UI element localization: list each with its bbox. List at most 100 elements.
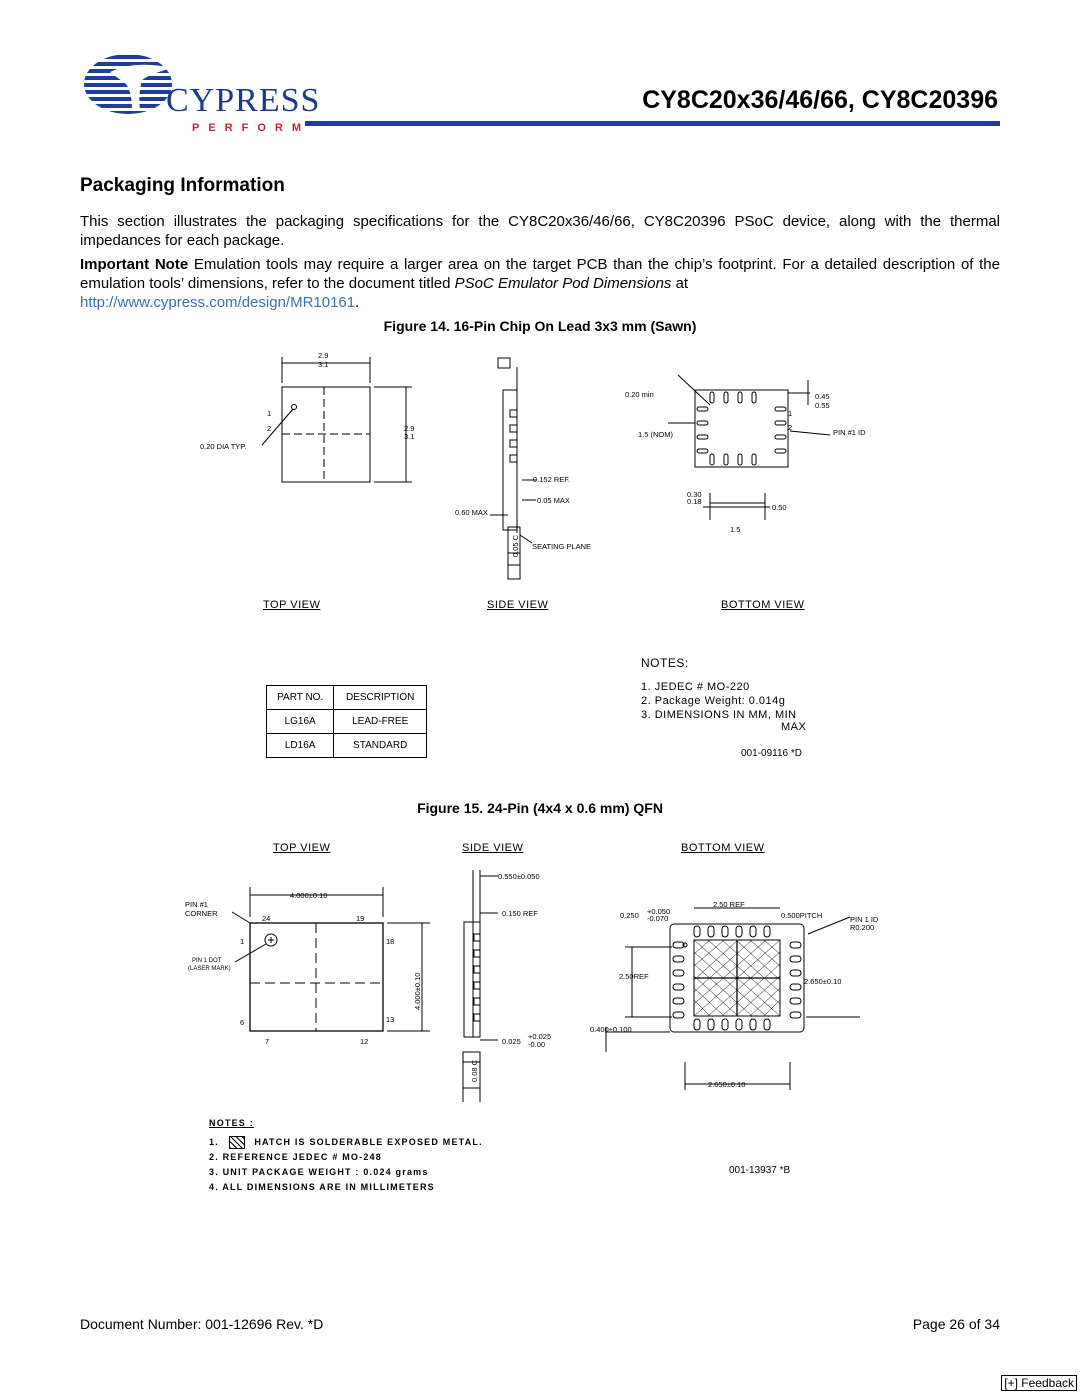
fig15-d025tol-a: +0.025: [528, 1032, 551, 1041]
fig14-seat-code: 0.05 C: [511, 534, 520, 557]
fig15-height: 4.000±0.10: [413, 973, 422, 1010]
fig14-code: 001-09116 *D: [741, 748, 802, 759]
fig14-pinid: PIN #1 ID: [833, 428, 866, 437]
note-end: .: [355, 294, 360, 311]
fig14-max05: 0.05 MAX: [537, 496, 570, 505]
fig15-note: 2. REFERENCE JEDEC # MO-248: [209, 1152, 382, 1162]
fig14-nom: 1.5 (NOM): [638, 430, 674, 439]
fig14-side-view: [490, 357, 536, 580]
table-row: LG16A LEAD-FREE: [265, 709, 427, 734]
header-rule: [305, 121, 1000, 126]
fig15-notes-title: NOTES :: [209, 1118, 254, 1128]
description-cell: LEAD-FREE: [333, 709, 427, 734]
fig14-side-view-label: SIDE VIEW: [487, 599, 549, 611]
note-text-2: at: [671, 275, 689, 292]
fig15-d400: 0.400±0.100: [590, 1025, 632, 1034]
parts-table: PART NO. DESCRIPTION LG16A LEAD-FREE LD1…: [265, 685, 427, 758]
note-label: Important Note: [80, 256, 189, 273]
fig15-p18: 18: [386, 937, 394, 946]
fig14-min20: 0.20 min: [625, 390, 654, 399]
figure-14-caption: Figure 14. 16-Pin Chip On Lead 3x3 mm (S…: [383, 318, 697, 334]
fig15-top-view: [231, 887, 430, 1032]
description-cell: STANDARD: [333, 733, 427, 758]
fig15-side-view: [462, 870, 498, 1102]
fig14-dim-top-w1: 2.9: [318, 351, 328, 360]
fig15-note: 3. UNIT PACKAGE WEIGHT : 0.024 grams: [209, 1167, 429, 1177]
fig15-d2650b: 2.650±0.10: [708, 1080, 745, 1089]
fig14-notes-title: NOTES:: [641, 656, 689, 670]
fig14-d55: 0.55: [815, 401, 830, 410]
fig15-pin1corner-b: CORNER: [185, 909, 218, 918]
logo-tagline: PERFORM: [192, 122, 310, 134]
fig14-top-view: [261, 357, 412, 483]
fig15-bottom-view: [605, 907, 860, 1090]
fig15-width: 4.000±0.10: [290, 891, 327, 900]
fig15-seat: 0.08 C: [470, 1059, 479, 1082]
fig15-d250: 0.250: [620, 911, 639, 920]
fig14-d45: 0.45: [815, 392, 830, 401]
fig15-note-1: 1. HATCH IS SOLDERABLE EXPOSED METAL.: [209, 1135, 483, 1150]
mr10161-link[interactable]: http://www.cypress.com/design/MR10161: [80, 294, 356, 311]
feedback-link[interactable]: [+] Feedback: [1001, 1375, 1077, 1391]
important-note: Important Note Emulation tools may requi…: [80, 255, 1000, 312]
fig15-pin1corner-a: PIN #1: [185, 900, 208, 909]
fig15-pinid: PIN 1 ID: [850, 915, 879, 924]
fig15-p1: 1: [240, 937, 244, 946]
fig15-bottom-view-label: BOTTOM VIEW: [681, 842, 765, 854]
fig15-d2650a: 2.650±0.10: [804, 977, 841, 986]
fig14-max60: 0.60 MAX: [455, 508, 488, 517]
fig15-top-view-label: TOP VIEW: [273, 842, 331, 854]
fig15-d025: 0.025: [502, 1037, 521, 1046]
fig14-bottom-view: [668, 374, 831, 520]
fig14-notes: NOTES: 1. JEDEC # MO-220 2. Package Weig…: [641, 656, 806, 733]
parts-table-header: PART NO. DESCRIPTION: [265, 685, 427, 710]
table-row: LD16A STANDARD: [265, 733, 427, 758]
fig14-dia: 0.20 DIA TYP.: [200, 442, 246, 451]
parts-header-cell: DESCRIPTION: [333, 685, 427, 710]
note-doc-title: PSoC Emulator Pod Dimensions: [454, 275, 672, 292]
document-number: Document Number: 001-12696 Rev. *D: [80, 1316, 324, 1332]
fig15-p7: 7: [265, 1037, 269, 1046]
part-no-cell: LD16A: [265, 733, 335, 758]
intro-paragraph: This section illustrates the packaging s…: [80, 213, 1000, 249]
fig14-pin1: 1: [267, 409, 271, 418]
fig15-note-num: 1.: [209, 1137, 219, 1147]
fig14-d18: 0.18: [687, 497, 702, 506]
fig15-p19: 19: [356, 914, 364, 923]
section-title: Packaging Information: [80, 175, 285, 196]
fig14-note: 1. JEDEC # MO-220: [641, 681, 750, 693]
fig15-ref250b: 2.50REF: [619, 972, 649, 981]
fig15-ref250: 2.50 REF: [713, 900, 745, 909]
fig14-ref: 0.152 REF.: [533, 475, 570, 484]
fig15-d150: 0.150 REF: [502, 909, 538, 918]
fig14-b2: 2: [788, 423, 792, 432]
fig14-seating: SEATING PLANE: [532, 542, 591, 551]
fig14-d30: 0.30: [687, 490, 702, 499]
fig14-bottom-view-label: BOTTOM VIEW: [721, 599, 805, 611]
fig14-b1: 1: [788, 409, 792, 418]
fig14-dim-top-h1: 2.9: [404, 424, 414, 433]
document-title: CY8C20x36/46/66, CY8C20396: [642, 86, 998, 114]
fig14-dim-top-h2: 3.1: [404, 432, 414, 441]
fig15-p6: 6: [240, 1018, 244, 1027]
note-text: Emulation tools may require a larger are…: [80, 256, 1000, 292]
fig15-dot-a: PIN 1 DOT: [192, 958, 222, 964]
fig15-d025tol-b: -0.00: [528, 1040, 545, 1049]
fig15-note-text: HATCH IS SOLDERABLE EXPOSED METAL.: [254, 1137, 483, 1147]
fig15-d250-tol-a: +0.050: [647, 907, 670, 916]
fig15-pitch: 0.500PITCH: [781, 911, 822, 920]
part-no-cell: LG16A: [265, 709, 335, 734]
fig15-notes: NOTES : 1. HATCH IS SOLDERABLE EXPOSED M…: [209, 1116, 483, 1195]
page-number: Page 26 of 34: [912, 1316, 1000, 1332]
fig15-p12: 12: [360, 1037, 368, 1046]
fig14-dim-top-w2: 3.1: [318, 360, 328, 369]
cypress-logo: CYPRESS PERFORM: [80, 50, 319, 135]
fig15-note: 4. ALL DIMENSIONS ARE IN MILLIMETERS: [209, 1182, 435, 1192]
fig14-note: 3. DIMENSIONS IN MM, MIN: [641, 709, 797, 721]
parts-header-cell: PART NO.: [265, 685, 335, 710]
fig14-d15: 1.5: [730, 525, 740, 534]
cypress-globe-icon: [84, 54, 172, 114]
fig15-dot-b: (LASER MARK): [188, 966, 231, 972]
fig15-r200: R0.200: [850, 923, 874, 932]
figure-14-drawing: 2.9 3.1 2.9 3.1 1 2 0.20 DIA TYP. 0.152 …: [200, 351, 866, 580]
